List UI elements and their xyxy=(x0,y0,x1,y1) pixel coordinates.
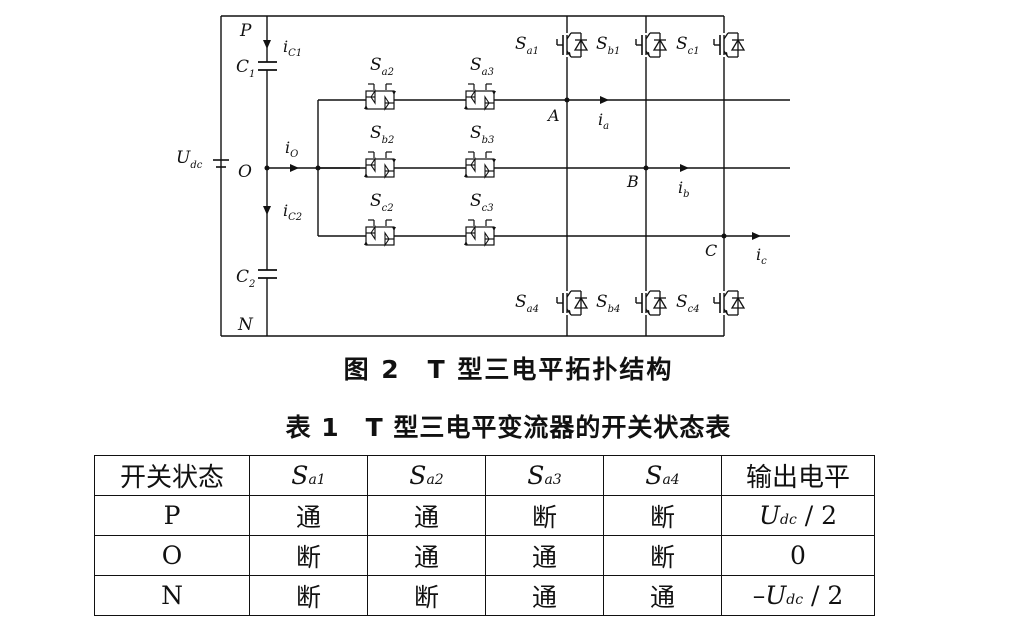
bidirectional-switches xyxy=(363,83,497,246)
switch-label-sc1: Sc1 xyxy=(676,34,700,57)
switch-label-sa2: Sa2 xyxy=(370,55,394,78)
current-label-ia: ia xyxy=(598,110,609,132)
cell-sa1: 通 xyxy=(249,495,368,536)
switch-label-sb2: Sb2 xyxy=(370,123,394,146)
switch-label-sc4: Sc4 xyxy=(676,292,700,315)
header-sa4: Sa4 xyxy=(603,455,722,496)
switch-label-sb1: Sb1 xyxy=(596,34,620,57)
cell-state: P xyxy=(94,495,250,536)
cell-output: 0 xyxy=(721,535,875,576)
cell-sa1: 断 xyxy=(249,575,368,616)
cell-sa4: 通 xyxy=(603,575,722,616)
header-switch-state: 开关状态 xyxy=(94,455,250,496)
current-label-io: iO xyxy=(285,138,298,160)
switch-label-sa1: Sa1 xyxy=(515,34,539,57)
igbt-upper-switches xyxy=(556,32,745,58)
cell-sa3: 通 xyxy=(485,575,604,616)
table-header-row: 开关状态 Sa1 Sa2 Sa3 Sa4 输出电平 xyxy=(94,455,875,496)
capacitor-label-c1: C1 xyxy=(236,57,255,80)
table-row: P 通 通 断 断 Udc / 2 xyxy=(94,495,875,536)
cell-state: N xyxy=(94,575,250,616)
header-sa2: Sa2 xyxy=(367,455,486,496)
capacitor-label-c2: C2 xyxy=(236,267,255,290)
switch-label-sc2: Sc2 xyxy=(370,191,394,214)
switch-label-sb4: Sb4 xyxy=(596,292,620,315)
cell-sa2: 断 xyxy=(367,575,486,616)
node-label-a: A xyxy=(546,106,560,125)
switch-label-sa3: Sa3 xyxy=(470,55,494,78)
current-label-ib: ib xyxy=(678,178,690,200)
switch-label-sc3: Sc3 xyxy=(470,191,494,214)
wiring xyxy=(213,15,790,337)
t-type-topology-diagram: P O N A B C C1 C2 Udc iC1 iC2 iO ia ib i… xyxy=(176,15,790,337)
figure-caption: 图 2 T 型三电平拓扑结构 xyxy=(343,355,674,384)
cell-sa3: 断 xyxy=(485,495,604,536)
header-sa3: Sa3 xyxy=(485,455,604,496)
current-label-ic: ic xyxy=(756,245,767,267)
current-label-ic2: iC2 xyxy=(283,201,302,223)
igbt-lower-switches xyxy=(556,290,745,316)
cell-sa2: 通 xyxy=(367,535,486,576)
node-label-o: O xyxy=(238,162,252,182)
cell-state: O xyxy=(94,535,250,576)
current-arrows xyxy=(263,40,761,240)
switch-label-sb3: Sb3 xyxy=(470,123,494,146)
header-sa1: Sa1 xyxy=(249,455,368,496)
table-caption: 表 1 T 型三电平变流器的开关状态表 xyxy=(285,413,732,442)
cell-sa3: 通 xyxy=(485,535,604,576)
cell-sa4: 断 xyxy=(603,495,722,536)
header-output-level: 输出电平 xyxy=(721,455,875,496)
cell-output: Udc / 2 xyxy=(721,495,875,536)
cell-output: –Udc / 2 xyxy=(721,575,875,616)
junction-dots xyxy=(264,97,727,239)
source-label-udc: Udc xyxy=(176,148,203,171)
switch-label-sa4: Sa4 xyxy=(515,292,539,315)
table-row: N 断 断 通 通 –Udc / 2 xyxy=(94,575,875,616)
cell-sa4: 断 xyxy=(603,535,722,576)
switch-state-table: 开关状态 Sa1 Sa2 Sa3 Sa4 输出电平 P 通 通 断 断 Udc … xyxy=(94,455,875,616)
node-label-n: N xyxy=(237,315,254,335)
table-row: O 断 通 通 断 0 xyxy=(94,535,875,576)
node-label-b: B xyxy=(626,172,639,191)
cell-sa1: 断 xyxy=(249,535,368,576)
node-label-c: C xyxy=(705,241,717,260)
cell-sa2: 通 xyxy=(367,495,486,536)
node-label-p: P xyxy=(239,21,252,41)
current-label-ic1: iC1 xyxy=(283,37,302,59)
